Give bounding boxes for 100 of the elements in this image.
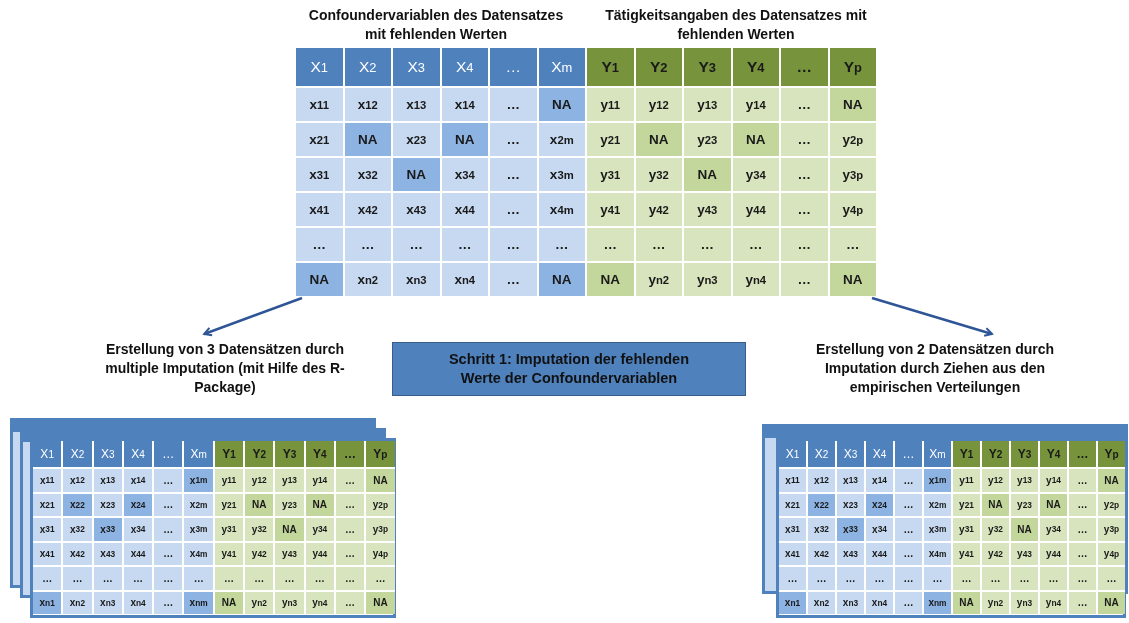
data-cell: … — [538, 228, 585, 261]
data-cell: … — [305, 567, 334, 590]
data-cell: … — [490, 193, 537, 226]
data-table — [296, 6, 878, 298]
data-cell: … — [781, 228, 828, 261]
data-cell: NA — [538, 263, 585, 296]
data-cell: … — [829, 228, 876, 261]
data-cell: NA — [275, 518, 304, 541]
step-box — [392, 342, 746, 396]
column-header: … — [490, 48, 537, 86]
data-cell: … — [635, 228, 682, 261]
data-cell: … — [895, 469, 922, 492]
data-cell: … — [154, 469, 183, 492]
data-cell: … — [214, 567, 244, 590]
data-cell: NA — [1098, 469, 1125, 492]
data-cell: … — [1069, 542, 1096, 565]
data-cell: … — [1098, 567, 1125, 590]
data-cell: … — [895, 518, 922, 541]
data-cell: … — [184, 567, 213, 590]
data-cell: … — [366, 567, 395, 590]
data-cell: … — [1011, 567, 1038, 590]
data-cell: NA — [344, 123, 391, 156]
data-cell: … — [895, 567, 922, 590]
data-cell: … — [441, 228, 488, 261]
data-cell: … — [895, 591, 922, 614]
data-cell: … — [154, 518, 183, 541]
column-header: … — [895, 441, 922, 467]
column-header: … — [1069, 441, 1096, 467]
data-cell: … — [808, 567, 835, 590]
data-cell: … — [953, 567, 980, 590]
data-cell: NA — [953, 591, 980, 614]
data-cell: NA — [635, 123, 682, 156]
column-group-heading: Tätigkeitsangaben des Datensatzes mit fehlenden Werten — [604, 6, 868, 44]
data-cell: … — [781, 158, 828, 191]
data-cell: NA — [684, 158, 731, 191]
data-cell: … — [837, 567, 864, 590]
data-cell: … — [1069, 567, 1096, 590]
data-cell: … — [154, 493, 183, 516]
data-cell: … — [335, 542, 365, 565]
data-cell: … — [33, 567, 62, 590]
data-cell: NA — [305, 493, 334, 516]
data-cell: NA — [982, 493, 1009, 516]
data-cell: NA — [393, 158, 440, 191]
data-cell: NA — [829, 263, 876, 296]
data-cell: NA — [296, 263, 343, 296]
step-text: Schritt 1: Imputation der fehlenden Werte der Confoundervariablen — [447, 350, 691, 388]
data-cell: … — [275, 567, 304, 590]
data-cell: … — [490, 123, 537, 156]
data-cell: … — [344, 228, 391, 261]
data-cell: … — [63, 567, 92, 590]
data-cell: … — [1040, 567, 1067, 590]
data-cell: NA — [1011, 518, 1038, 541]
data-cell: … — [490, 228, 537, 261]
data-cell: NA — [366, 591, 395, 614]
data-cell: NA — [214, 591, 244, 614]
data-cell: NA — [366, 469, 395, 492]
data-cell: NA — [732, 123, 779, 156]
caption-text: Erstellung von 3 Datensätzen durch multiple Imputation (mit Hilfe des R-Package) — [95, 340, 355, 404]
column-header: … — [781, 48, 828, 86]
data-cell: … — [335, 591, 365, 614]
data-cell: … — [924, 567, 951, 590]
data-cell: … — [93, 567, 122, 590]
data-cell: … — [587, 228, 634, 261]
data-cell: … — [335, 518, 365, 541]
data-cell: … — [393, 228, 440, 261]
data-cell: … — [781, 263, 828, 296]
data-cell: … — [1069, 518, 1096, 541]
data-cell: … — [1069, 469, 1096, 492]
data-cell: … — [335, 469, 365, 492]
data-cell: … — [732, 228, 779, 261]
column-header: … — [154, 441, 183, 467]
data-cell: … — [781, 88, 828, 121]
data-cell: NA — [245, 493, 274, 516]
data-cell: … — [982, 567, 1009, 590]
data-cell: … — [490, 158, 537, 191]
data-cell: … — [866, 567, 893, 590]
column-header: … — [335, 441, 365, 467]
data-cell: … — [123, 567, 153, 590]
data-cell: NA — [1040, 493, 1067, 516]
data-cell: … — [781, 193, 828, 226]
caption-text: Erstellung von 2 Datensätzen durch Imputation durch Ziehen aus den empirischen Verteilungen — [785, 340, 1085, 404]
arrow — [871, 296, 993, 337]
data-cell: … — [779, 567, 806, 590]
column-group-heading: Confoundervariablen des Datensatzes mit fehlenden Werten — [307, 6, 565, 44]
data-cell: … — [1069, 493, 1096, 516]
data-cell: … — [335, 493, 365, 516]
data-cell: … — [490, 88, 537, 121]
data-cell: … — [684, 228, 731, 261]
data-cell: NA — [1098, 591, 1125, 614]
data-cell: … — [490, 263, 537, 296]
data-cell: … — [895, 493, 922, 516]
data-cell: NA — [538, 88, 585, 121]
data-cell: … — [154, 542, 183, 565]
data-cell: NA — [441, 123, 488, 156]
data-cell: NA — [829, 88, 876, 121]
data-cell: NA — [587, 263, 634, 296]
data-cell: … — [154, 567, 183, 590]
data-cell: … — [296, 228, 343, 261]
arrow — [203, 296, 303, 337]
data-cell: … — [895, 542, 922, 565]
